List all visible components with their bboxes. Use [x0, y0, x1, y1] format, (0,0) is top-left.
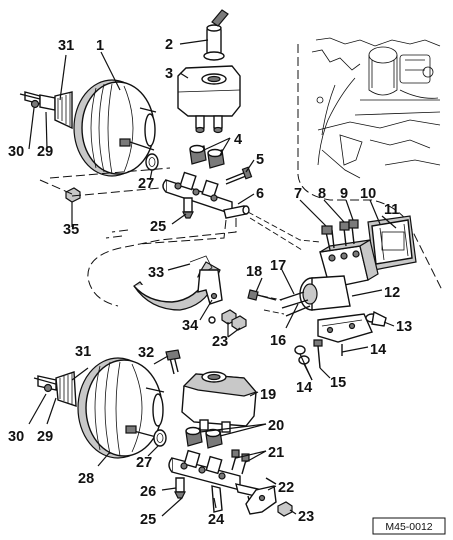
callout-12: 12	[384, 285, 400, 301]
callout-23-lower: 23	[298, 509, 314, 525]
callout-11: 11	[384, 202, 399, 218]
callout-34: 34	[182, 318, 198, 334]
nut-35	[65, 187, 81, 203]
callout-33: 33	[148, 265, 164, 281]
callout-5: 5	[256, 152, 264, 168]
callout-18: 18	[246, 264, 262, 280]
reference-code-box: M45-0012	[372, 517, 446, 535]
pipes-16-17	[279, 291, 311, 317]
callout-labels: 1 2 3 4 5 6 7 8 9 10 11 12 13 14 14 15 1…	[8, 37, 412, 528]
callout-29-lower: 29	[37, 429, 53, 445]
master-cylinder-upper	[162, 171, 250, 219]
callout-14-upper: 14	[370, 342, 386, 358]
callout-30-upper: 30	[8, 144, 24, 160]
callout-35: 35	[63, 222, 79, 238]
inset-leader-dashed	[297, 44, 443, 291]
callout-27-upper: 27	[138, 176, 154, 192]
callout-31-upper: 31	[58, 38, 74, 54]
callout-23-upper: 23	[212, 334, 228, 350]
callout-1: 1	[96, 38, 104, 54]
brake-line-dashed	[87, 218, 237, 307]
brake-booster-lower	[33, 357, 165, 459]
callout-9: 9	[340, 186, 348, 202]
seal-ring-upper	[145, 153, 159, 171]
bolt-15	[317, 345, 321, 369]
callout-31-lower: 31	[75, 344, 91, 360]
callout-6: 6	[256, 186, 264, 202]
callout-25-lower: 25	[140, 512, 156, 528]
reference-code: M45-0012	[385, 521, 432, 533]
callout-32: 32	[138, 345, 154, 361]
callout-26: 26	[140, 484, 156, 500]
master-cylinder-lower	[168, 449, 265, 513]
heat-shield-33	[133, 255, 221, 311]
callout-7: 7	[294, 186, 302, 202]
callout-13: 13	[396, 319, 412, 335]
callout-20: 20	[268, 418, 284, 434]
callout-22: 22	[278, 480, 294, 496]
bushing-14	[294, 345, 306, 355]
callout-29-upper: 29	[37, 144, 53, 160]
callout-19: 19	[260, 387, 276, 403]
brake-line-dashed-3	[247, 211, 321, 251]
brake-booster-upper	[19, 79, 157, 177]
abs-hydraulic-unit	[299, 215, 417, 311]
callout-30-lower: 30	[8, 429, 24, 445]
callout-27-lower: 27	[136, 455, 152, 471]
callout-14-lower: 14	[296, 380, 312, 396]
callout-2: 2	[165, 37, 173, 53]
callout-3: 3	[165, 66, 173, 82]
callout-15: 15	[330, 375, 346, 391]
brake-fluid-reservoir-lower	[181, 371, 258, 433]
callout-21: 21	[268, 445, 284, 461]
callout-28: 28	[78, 471, 94, 487]
brake-fluid-reservoir-upper	[177, 9, 241, 134]
callout-8: 8	[318, 186, 326, 202]
nut-23-lower	[277, 501, 293, 517]
callout-24: 24	[208, 512, 224, 528]
brake-line-dashed-2	[105, 219, 227, 245]
seal-ring-lower	[153, 429, 167, 447]
callout-16: 16	[270, 333, 286, 349]
engine-bay-inset-drawing	[311, 37, 441, 179]
callout-25-upper: 25	[150, 219, 166, 235]
bolt-5	[225, 171, 247, 185]
callout-4: 4	[234, 132, 242, 148]
abs-bracket	[317, 310, 387, 343]
leader-lines	[28, 39, 397, 517]
callout-10: 10	[360, 186, 376, 202]
callout-17: 17	[270, 258, 286, 274]
